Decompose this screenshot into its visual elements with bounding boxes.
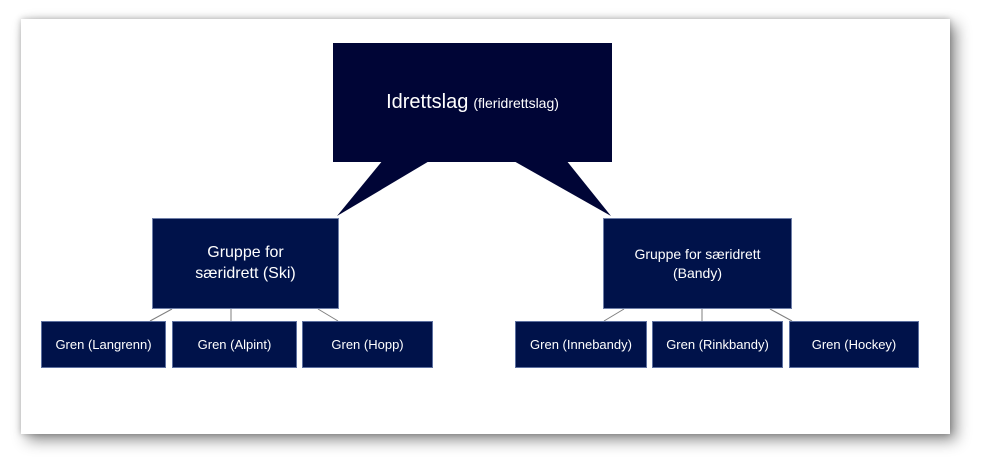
- leaf-node-rinkbandy: Gren (Rinkbandy): [652, 321, 783, 368]
- leaf-node-hopp: Gren (Hopp): [302, 321, 433, 368]
- ski-to-hopp-line: [317, 308, 339, 322]
- leaf-label: Gren (Innebandy): [530, 337, 632, 352]
- bandy-to-hockey-line: [769, 308, 793, 322]
- root-to-ski-connector: [337, 160, 431, 216]
- leaf-label: Gren (Hopp): [331, 337, 404, 352]
- leaf-label: Gren (Rinkbandy): [666, 337, 769, 352]
- leaf-label: Gren (Alpint): [197, 337, 272, 352]
- root-to-bandy-connector: [512, 160, 611, 216]
- ski-to-langrenn-line: [149, 308, 173, 322]
- leaf-node-hockey: Gren (Hockey): [789, 321, 919, 368]
- ski-leaf-connectors: [149, 308, 339, 322]
- bandy-to-innebandy-line: [603, 308, 625, 322]
- group-label-bandy: Gruppe for særidrett (Bandy): [634, 246, 761, 281]
- leaf-node-innebandy: Gren (Innebandy): [515, 321, 647, 368]
- leaf-node-langrenn: Gren (Langrenn): [41, 321, 166, 368]
- leaf-label: Gren (Langrenn): [55, 337, 152, 352]
- root-node: Idrettslag(fleridrettslag): [333, 43, 612, 162]
- root-subtitle: (fleridrettslag): [473, 94, 559, 111]
- group-node-bandy: Gruppe for særidrett (Bandy): [603, 218, 792, 309]
- leaf-node-alpint: Gren (Alpint): [172, 321, 297, 368]
- root-title: Idrettslag: [386, 91, 469, 113]
- group-label-ski: Gruppe for særidrett (Ski): [195, 243, 296, 282]
- group-node-ski: Gruppe for særidrett (Ski): [152, 218, 339, 309]
- bandy-leaf-connectors: [603, 308, 793, 322]
- leaf-label: Gren (Hockey): [811, 337, 897, 352]
